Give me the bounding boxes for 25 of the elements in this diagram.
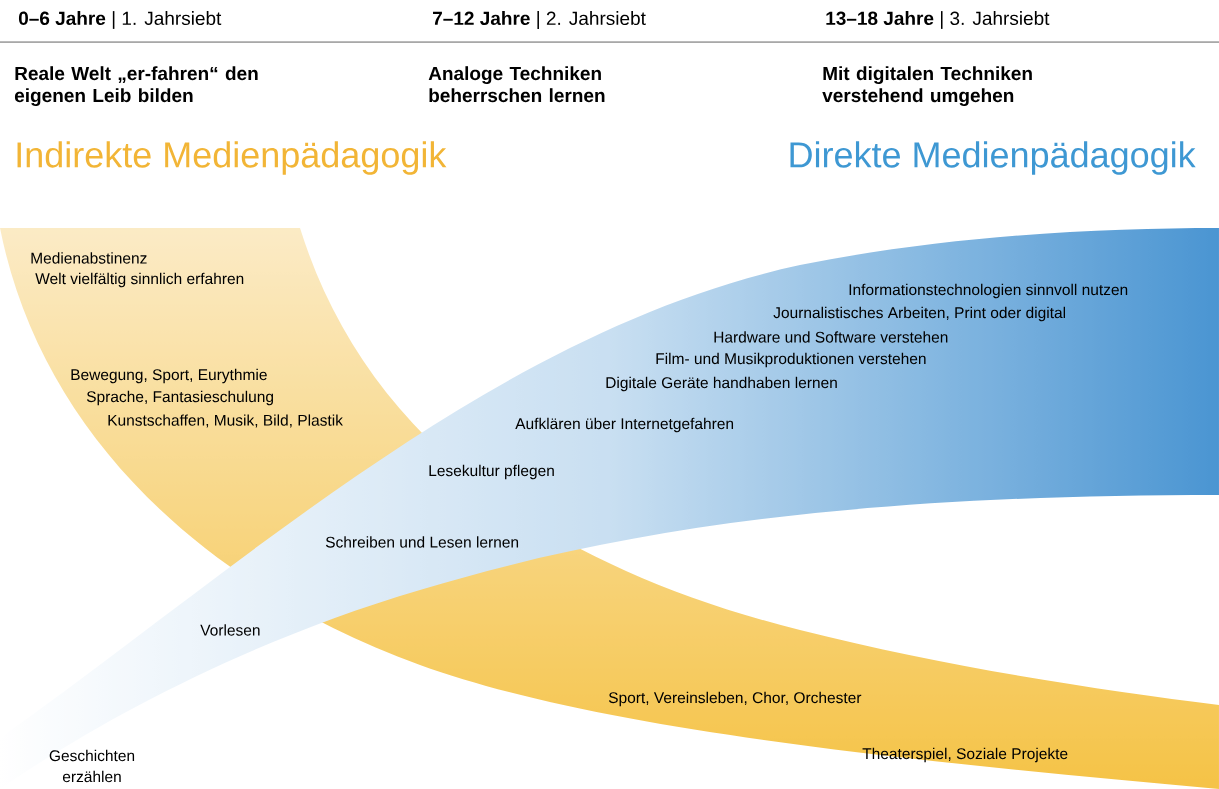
band-label: Informationstechnologien sinnvoll nutzen	[849, 283, 1128, 299]
band-label: Digitale Geräte handhaben lernen	[606, 376, 837, 392]
band-label: Hardware und Software verstehen	[714, 331, 948, 343]
band-label: Aufklären über Internetgefahren	[515, 417, 733, 433]
age-heading: 0–6 Jahre | 1. Jahrsiebt	[18, 11, 222, 29]
band-label: Medienabstinenz	[31, 252, 147, 264]
band-label: Theaterspiel, Soziale Projekte	[862, 747, 1068, 763]
band-label: Welt vielfältig sinnlich erfahren	[35, 272, 244, 288]
band-label: Schreiben und Lesen lernen	[325, 536, 519, 548]
band-label: Kunstschaffen, Musik, Bild, Plastik	[108, 414, 343, 428]
age-heading: 7–12 Jahre | 2. Jahrsiebt	[433, 11, 646, 29]
stage-heading: Reale Welt „er-fahren“ den eigenen Leib bilden	[14, 66, 258, 106]
band-label: Lesekultur pflegen	[429, 464, 554, 480]
band-label: Bewegung, Sport, Eurythmie	[71, 368, 267, 384]
stage-heading: Analoge Techniken beherrschen lernen	[428, 66, 605, 103]
section-title: Indirekte Medienpädagogik	[17, 141, 447, 175]
band-label: Geschichten erzählen	[49, 749, 135, 783]
band-label: Vorlesen	[200, 624, 260, 636]
section-title: Direkte Medienpädagogik	[790, 141, 1196, 175]
band-label: Sport, Vereinsleben, Chor, Orchester	[608, 691, 862, 707]
band-label: Film- und Musikproduktionen verstehen	[656, 352, 926, 368]
age-heading: 13–18 Jahre | 3. Jahrsiebt	[826, 11, 1050, 29]
band-label: Journalistisches Arbeiten, Print oder digital	[773, 306, 1066, 322]
stage-heading: Mit digitalen Techniken verstehend umgehen	[822, 66, 1032, 106]
band-label: Sprache, Fantasieschulung	[86, 390, 273, 406]
